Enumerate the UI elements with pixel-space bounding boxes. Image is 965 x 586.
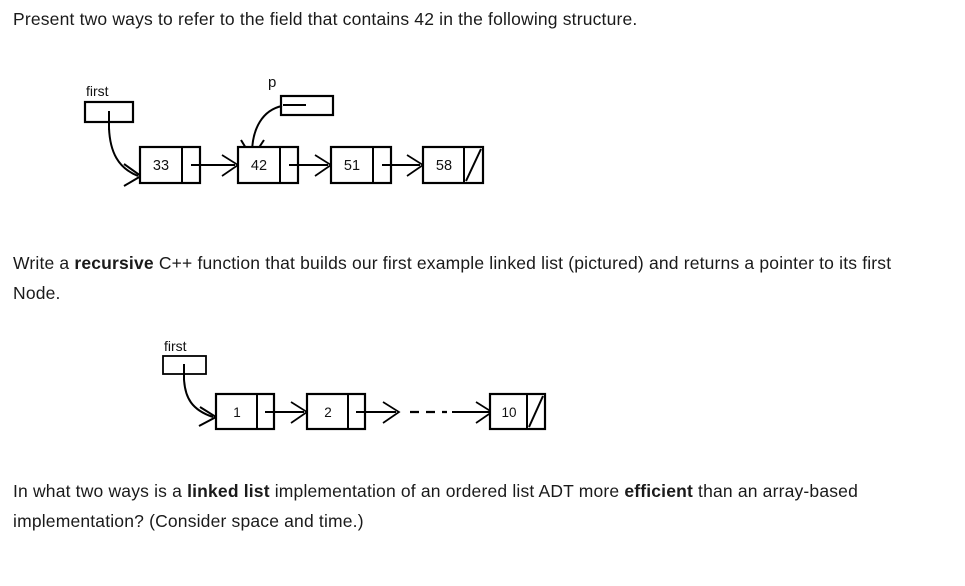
list-node-value: 51 <box>344 158 360 174</box>
list-node-value: 1 <box>233 405 241 420</box>
list-node-value: 42 <box>251 158 267 174</box>
emphasis-text: recursive <box>74 253 154 273</box>
list-node-box <box>236 145 300 185</box>
list-node-box <box>214 392 276 431</box>
head-pointer-curve-1 <box>108 127 139 177</box>
emphasis-text: efficient <box>624 481 693 501</box>
linked-list-diagram-1: first p 33 42 <box>0 70 620 200</box>
list-link-arrowhead <box>382 401 401 424</box>
question-2-text: Write a recursive C++ function that buil… <box>13 248 943 308</box>
emphasis-text: linked list <box>187 481 270 501</box>
head-pointer-label-1: first <box>86 83 109 99</box>
body-text: than an array-based implementation? (Con… <box>13 481 858 531</box>
null-pointer-slash <box>465 148 482 182</box>
head-pointer-arrowhead-1 <box>123 163 143 187</box>
body-text: Write a <box>13 253 75 273</box>
question-3-text: In what two ways is a linked list implem… <box>13 476 943 536</box>
list-node-value: 58 <box>436 158 452 174</box>
body-text: C++ function that builds our first examp… <box>13 253 892 303</box>
list-node-box <box>329 145 393 185</box>
head-pointer-arrowhead-2 <box>198 406 219 427</box>
list-node-value: 10 <box>501 405 516 420</box>
head-pointer-curve-2 <box>183 378 214 418</box>
head-pointer-label-2: first <box>164 338 187 354</box>
list-node-value: 33 <box>153 158 169 174</box>
list-node-value: 2 <box>324 405 332 420</box>
linked-list-diagram-2: first 1 2 10 <box>0 332 640 447</box>
p-pointer-label: p <box>268 74 276 91</box>
body-text: implementation of an ordered list ADT mo… <box>269 481 625 501</box>
question-1-text: Present two ways to refer to the field t… <box>13 9 638 29</box>
body-text: In what two ways is a <box>13 481 188 501</box>
null-pointer-slash <box>528 395 544 428</box>
